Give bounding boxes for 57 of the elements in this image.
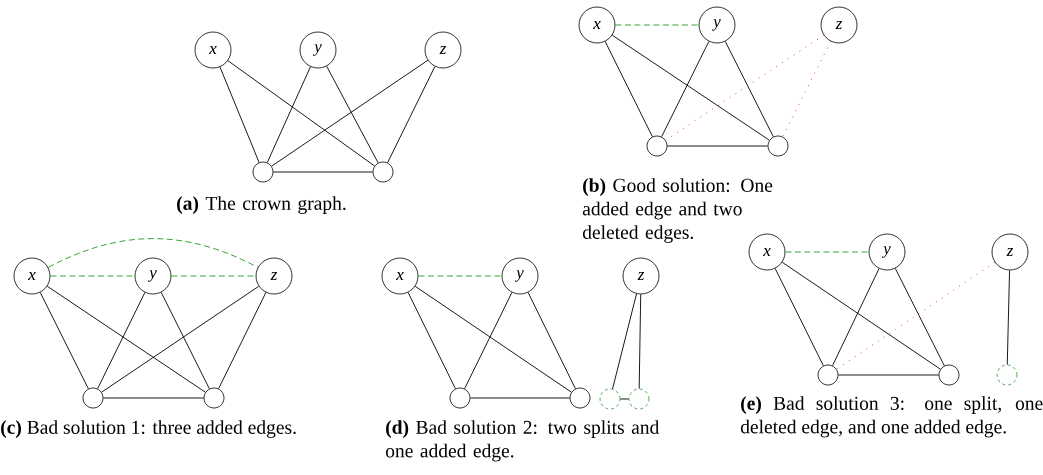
graph-edge — [414, 285, 572, 393]
vertex-circle — [767, 135, 789, 157]
graph-edge — [387, 66, 436, 164]
caption: (e) Bad solution 3: one split, one deleted edge, and one added edge. — [740, 396, 1043, 438]
vertex-circle — [372, 161, 394, 183]
vertex-circle — [203, 387, 225, 409]
graph-edge — [97, 292, 146, 390]
graph-edge — [724, 41, 774, 138]
graph-edge — [272, 171, 374, 173]
vertex-circle — [82, 387, 104, 409]
graph-edge — [219, 66, 260, 163]
added-edge — [614, 24, 700, 26]
graph-edge — [604, 41, 653, 138]
split-vertex — [628, 388, 650, 410]
graph-edge — [1006, 269, 1010, 366]
graph-edge — [611, 34, 770, 141]
added-edge — [47, 238, 259, 268]
vertex-circle — [569, 387, 591, 409]
added-edge — [784, 251, 870, 253]
graph-edge — [638, 293, 642, 390]
graph-edge — [832, 268, 880, 367]
split-vertex — [996, 364, 1018, 386]
caption: (c) Bad solution 1: three added edges. — [1, 420, 296, 438]
graph-edge — [612, 293, 637, 390]
deleted-edge — [836, 261, 996, 370]
graph-edge — [46, 285, 206, 393]
graph-edge — [527, 292, 576, 390]
graph-edge — [218, 292, 267, 390]
graph-edge — [619, 398, 630, 400]
graph-edge — [227, 60, 375, 167]
vertex-circle — [252, 161, 274, 183]
caption: (a) The crown graph. — [177, 196, 346, 214]
graph-edge — [781, 261, 941, 370]
graph-edge — [407, 292, 456, 390]
caption: (d) Bad solution 2: two splits and one added edge. — [385, 420, 660, 462]
graph-edge — [894, 268, 945, 367]
graph-edge — [837, 374, 940, 376]
vertex-circle — [938, 364, 960, 386]
deleted-edge — [665, 34, 825, 141]
graph-edge — [271, 59, 429, 167]
graph-edge — [266, 66, 311, 163]
graph-edge — [326, 65, 379, 164]
graph-edge — [469, 397, 571, 399]
graph-edge — [102, 397, 205, 399]
graph-edge — [39, 292, 89, 390]
graph-edge — [160, 292, 210, 390]
graph-edge — [661, 41, 710, 138]
graph-edge — [774, 268, 824, 367]
graph-edge — [464, 292, 513, 390]
graph-edge — [101, 285, 260, 393]
split-vertex — [599, 388, 621, 410]
deleted-edge — [782, 41, 832, 138]
added-edge — [417, 275, 503, 277]
vertex-circle — [646, 135, 668, 157]
vertex-circle — [817, 364, 839, 386]
vertex-circle — [449, 387, 471, 409]
graph-edge — [666, 145, 769, 147]
